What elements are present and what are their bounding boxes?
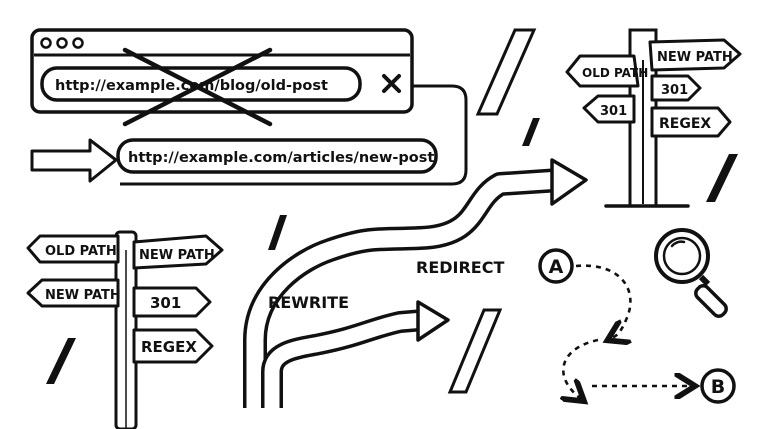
svg-text:301: 301 — [600, 104, 627, 119]
redirect-arrow — [243, 158, 588, 408]
sign-regex-right: REGEX — [650, 106, 732, 138]
svg-text:NEW PATH: NEW PATH — [139, 248, 215, 263]
rewrite-arrow — [261, 300, 450, 408]
sign-301-right: 301 — [650, 74, 702, 102]
svg-text:A: A — [549, 256, 564, 278]
sign-301-left: 301 — [582, 94, 636, 124]
forward-arrow — [30, 138, 118, 183]
sign-301-left-post: 301 — [132, 286, 212, 318]
sign-old-path-left: OLD PATH — [26, 234, 120, 264]
redirect-label: REDIRECT — [416, 258, 504, 277]
svg-text:B: B — [711, 376, 725, 398]
close-icon[interactable] — [382, 74, 401, 93]
new-url-bar[interactable]: http://example.com/articles/new-post — [116, 138, 438, 174]
browser-window: http://example.com/blog/old-post — [30, 28, 414, 127]
sign-old-path-right: OLD PATH — [565, 54, 648, 88]
route-start-marker: A — [538, 248, 574, 284]
magnifier-icon — [654, 228, 728, 318]
window-dot-2 — [56, 37, 68, 49]
sign-regex-left: REGEX — [132, 328, 214, 364]
svg-text:REGEX: REGEX — [141, 338, 197, 356]
svg-text:301: 301 — [150, 294, 181, 312]
route-path-2 — [563, 338, 599, 398]
window-dot-1 — [40, 37, 52, 49]
sign-new-path-left: NEW PATH — [26, 278, 121, 308]
sign-new-path-top-left: NEW PATH — [132, 234, 224, 270]
strike-out-mark — [122, 47, 273, 127]
svg-text:NEW PATH: NEW PATH — [657, 50, 733, 65]
rewrite-label: REWRITE — [268, 293, 349, 312]
route-end-marker: B — [700, 368, 736, 404]
window-dot-3 — [72, 37, 84, 49]
decorative-slashes — [46, 28, 738, 394]
svg-text:301: 301 — [661, 83, 688, 98]
svg-text:NEW PATH: NEW PATH — [45, 288, 121, 303]
connector-line — [120, 84, 468, 186]
svg-text:OLD PATH: OLD PATH — [582, 66, 648, 80]
svg-text:OLD PATH: OLD PATH — [45, 244, 117, 259]
left-signpost: OLD PATH NEW PATH NEW PATH 301 REGEX — [26, 230, 224, 429]
new-url-text: http://example.com/articles/new-post — [128, 150, 434, 166]
svg-text:REGEX: REGEX — [659, 116, 711, 132]
right-signpost: OLD PATH NEW PATH 301 301 REGEX — [565, 28, 742, 208]
route-diagram: A B — [538, 248, 736, 404]
sign-new-path-right: NEW PATH — [648, 38, 742, 72]
route-path-1 — [575, 264, 630, 338]
